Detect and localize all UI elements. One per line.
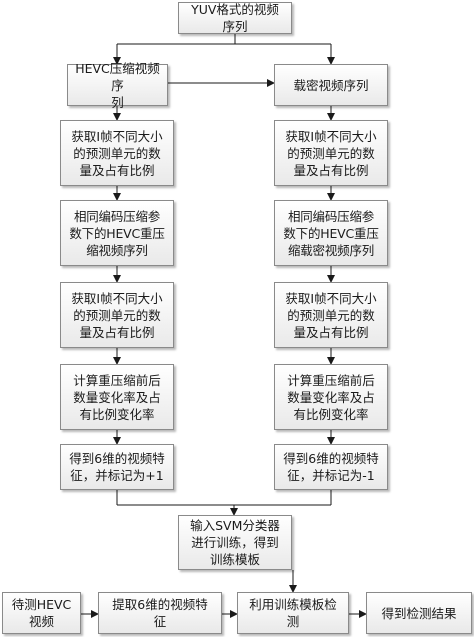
left-recompress-label: 相同编码压缩参 数下的HEVC重压 缩视频序列: [69, 208, 165, 258]
detect-node: 利用训练模板检 测: [237, 592, 349, 634]
result-label: 得到检测结果: [381, 605, 457, 621]
left-pu-stats-label-2: 获取I帧不同大小 的预测单元的数 量及占有比例: [71, 290, 163, 340]
test-video-label: 待测HEVC视频: [11, 597, 72, 629]
left-rates-node: 计算重压缩前后 数量变化率及占 有比例变化率: [60, 364, 174, 430]
stego-label: 载密视频序列: [293, 77, 369, 93]
test-video-node: 待测HEVC视频: [2, 592, 81, 634]
left-recompress-node: 相同编码压缩参 数下的HEVC重压 缩视频序列: [60, 200, 174, 266]
yuv-input-node: YUV格式的视频 序列: [178, 2, 292, 34]
left-pu-stats-node-1: 获取I帧不同大小 的预测单元的数 量及占有比例: [60, 120, 174, 186]
right-rates-label: 计算重压缩前后 数量变化率及占 有比例变化率: [287, 372, 375, 422]
left-feature-label-node: 得到6维的视频特 征，并标记为+1: [60, 444, 174, 490]
yuv-input-label: YUV格式的视频 序列: [191, 2, 279, 34]
right-recompress-label: 相同编码压缩参 数下的HEVC重压 缩载密视频序列: [283, 208, 379, 258]
left-pu-stats-node-2: 获取I帧不同大小 的预测单元的数 量及占有比例: [60, 282, 174, 348]
right-pu-stats-label-2: 获取I帧不同大小 的预测单元的数 量及占有比例: [285, 290, 377, 340]
right-feature-label-node: 得到6维的视频特 征，并标记为-1: [274, 444, 388, 490]
right-feature-label-text: 得到6维的视频特 征，并标记为-1: [283, 451, 379, 483]
right-rates-node: 计算重压缩前后 数量变化率及占 有比例变化率: [274, 364, 388, 430]
right-recompress-node: 相同编码压缩参 数下的HEVC重压 缩载密视频序列: [274, 200, 388, 266]
detect-label: 利用训练模板检 测: [249, 597, 337, 629]
svm-train-node: 输入SVM分类器 进行训练，得到 训练模板: [178, 515, 292, 570]
extract-feature-label: 提取6维的视频特 征: [112, 597, 208, 629]
left-feature-label-text: 得到6维的视频特 征，并标记为+1: [69, 451, 165, 483]
right-pu-stats-node-1: 获取I帧不同大小 的预测单元的数 量及占有比例: [274, 120, 388, 186]
left-pu-stats-label-1: 获取I帧不同大小 的预测单元的数 量及占有比例: [71, 128, 163, 178]
hevc-compress-label: HEVC压缩视频序 列: [75, 60, 160, 110]
right-pu-stats-label-1: 获取I帧不同大小 的预测单元的数 量及占有比例: [285, 128, 377, 178]
right-pu-stats-node-2: 获取I帧不同大小 的预测单元的数 量及占有比例: [274, 282, 388, 348]
result-node: 得到检测结果: [366, 592, 472, 634]
stego-node: 载密视频序列: [274, 64, 388, 106]
svm-train-label: 输入SVM分类器 进行训练，得到 训练模板: [190, 518, 280, 567]
extract-feature-node: 提取6维的视频特 征: [98, 592, 222, 634]
hevc-compress-node: HEVC压缩视频序 列: [67, 61, 168, 110]
left-rates-label: 计算重压缩前后 数量变化率及占 有比例变化率: [73, 372, 161, 422]
